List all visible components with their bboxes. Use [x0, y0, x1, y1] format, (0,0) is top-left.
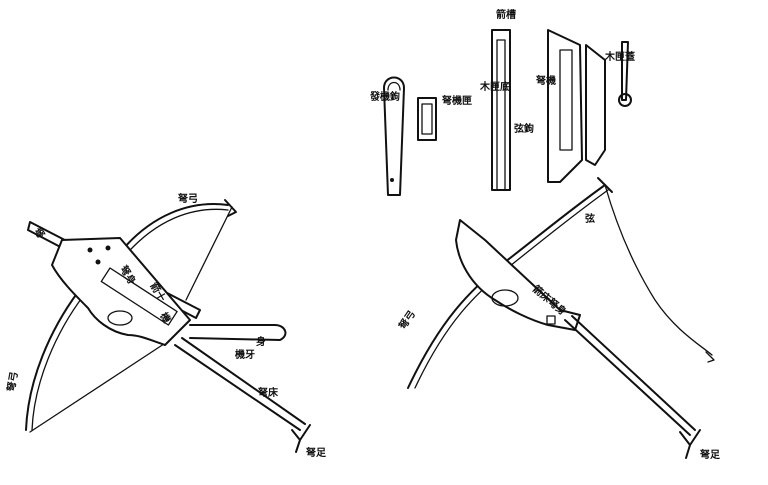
left-trigger-arm [189, 324, 287, 341]
left-crossbow [25, 199, 311, 453]
left-label-trigger-name: 機牙 [235, 348, 255, 361]
part-loop-tool [383, 76, 405, 196]
left-label-bow-top: 弩弓 [177, 192, 198, 205]
right-label-foot: 弩足 [699, 448, 721, 461]
part-mechanism [547, 29, 583, 183]
left-label-foot: 弩足 [305, 446, 327, 459]
part-label-loop-tool: 發機鉤 [369, 90, 400, 103]
left-upper-bow [117, 203, 229, 256]
left-label-mid: 身 [256, 335, 266, 348]
part-label-mechanism: 弩機 [535, 74, 556, 87]
left-label-lower-stock: 弩床 [257, 386, 279, 399]
part-long-rod [491, 29, 511, 191]
part-label-long-rod-side: 弦鉤 [514, 122, 534, 135]
left-foot [291, 424, 311, 453]
right-crossbow [407, 177, 715, 459]
right-foot [679, 429, 701, 459]
part-label-long-rod-mid: 木匣底 [479, 80, 510, 93]
parts-group: 發機鉤 弩機匣 箭槽 木匣底 弦鉤 弩機 木匣蓋 [369, 8, 635, 196]
left-stock-plate [51, 237, 191, 346]
left-lower-bow [25, 291, 79, 431]
right-label-bow: 弩弓 [395, 308, 418, 333]
part-label-pin: 木匣蓋 [604, 50, 635, 63]
right-bow-string [604, 184, 713, 356]
right-stock [455, 219, 581, 331]
left-label-lower-bow: 弩弓 [4, 371, 20, 394]
part-label-long-rod-top: 箭槽 [496, 8, 516, 21]
part-pin [621, 41, 629, 101]
right-label-string: 弦 [585, 212, 595, 225]
part-small-box [417, 97, 437, 141]
left-bow-string [185, 206, 233, 301]
part-label-small-box: 弩機匣 [441, 94, 472, 107]
